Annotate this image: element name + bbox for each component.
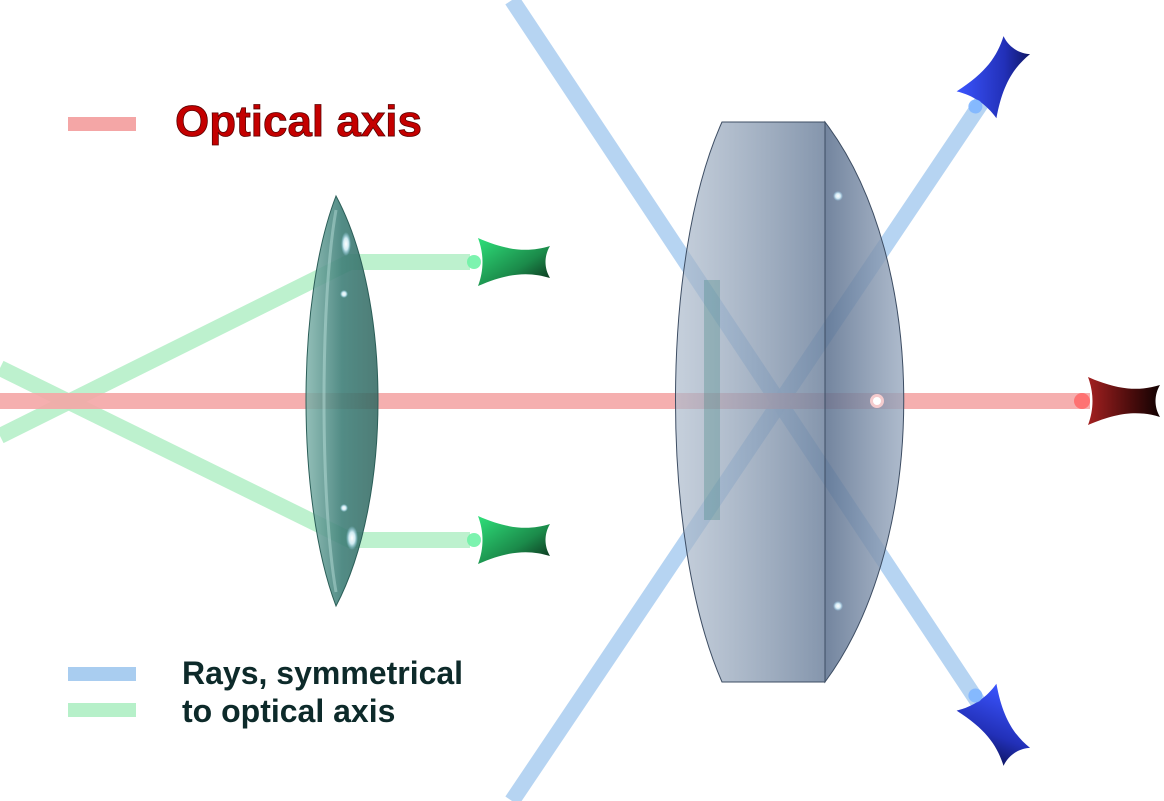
small-lens <box>305 194 379 608</box>
cone-emitter-icon <box>467 516 550 564</box>
large-lens <box>675 120 905 684</box>
cone-emitter-icon <box>467 238 550 286</box>
cone-emitter-icon <box>956 683 1031 766</box>
legend-label-rays-line2: to optical axis <box>182 693 395 729</box>
cone-emitter-icon <box>956 36 1031 119</box>
legend-label-optical-axis: Optical axis <box>175 97 422 146</box>
cone-emitter-icon <box>1074 377 1160 425</box>
legend-label-rays-line1: Rays, symmetrical <box>182 655 463 691</box>
